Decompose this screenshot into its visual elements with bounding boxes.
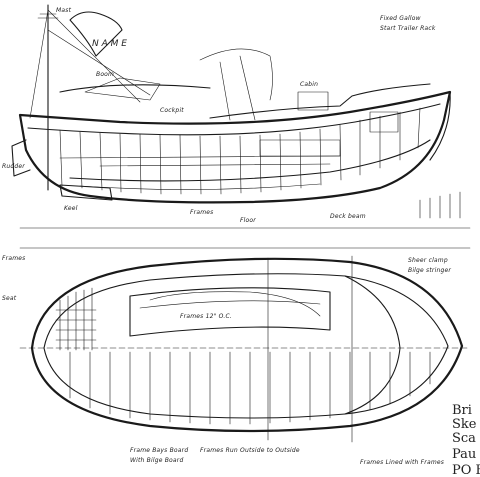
plan-view xyxy=(19,255,471,443)
note-mast: Mast xyxy=(56,7,72,14)
note-frames: Frames xyxy=(190,209,213,216)
note-plan-side-a: Frames xyxy=(2,255,25,262)
plan-frames xyxy=(69,351,431,425)
note-bottom-left-2: With Bilge Board xyxy=(130,457,183,464)
annotations: Fixed Gallow Start Trailer Rack Mast Rud… xyxy=(2,7,451,466)
profile-frames xyxy=(59,107,421,195)
title-line-5: PO B xyxy=(452,463,480,477)
note-rudder: Rudder xyxy=(2,163,25,170)
hull-profile xyxy=(18,90,452,204)
note-top-right-b: Start Trailer Rack xyxy=(380,25,436,32)
cockpit-grating xyxy=(55,287,97,351)
profile-view: N A M E xyxy=(11,4,471,249)
note-floor: Floor xyxy=(240,217,256,224)
rudder xyxy=(11,139,31,177)
keel xyxy=(59,184,113,201)
note-bottom: Frames Run Outside to Outside xyxy=(200,447,300,454)
note-plan-1: Sheer clamp xyxy=(408,257,448,264)
title-line-3: Sca xyxy=(452,431,476,446)
title-line-1: Bri xyxy=(452,403,472,418)
sail-shape xyxy=(69,11,123,57)
boom xyxy=(59,84,211,93)
title-line-2: Ske xyxy=(452,417,477,432)
note-bottom-right: Frames Lined with Frames xyxy=(360,459,444,466)
title-block: Bri Ske Sca Pau PO B xyxy=(452,403,480,477)
note-keel: Keel xyxy=(64,205,78,212)
note-plan-side-b: Seat xyxy=(2,295,17,302)
note-plan-2: Bilge stringer xyxy=(408,267,451,274)
title-line-4: Pau xyxy=(452,447,476,462)
note-deck-beam: Deck beam xyxy=(330,213,366,220)
sail-name-label: N A M E xyxy=(92,39,127,49)
note-cockpit: Cockpit xyxy=(160,107,184,114)
note-plan-3: Frames 12" O.C. xyxy=(180,313,232,320)
note-boom: Boom xyxy=(96,71,114,78)
plan-hull-outline xyxy=(30,257,464,433)
note-cabin: Cabin xyxy=(300,81,318,88)
note-top-right-a: Fixed Gallow xyxy=(380,15,421,22)
note-bottom-left: Frame Bays Board xyxy=(130,447,188,454)
